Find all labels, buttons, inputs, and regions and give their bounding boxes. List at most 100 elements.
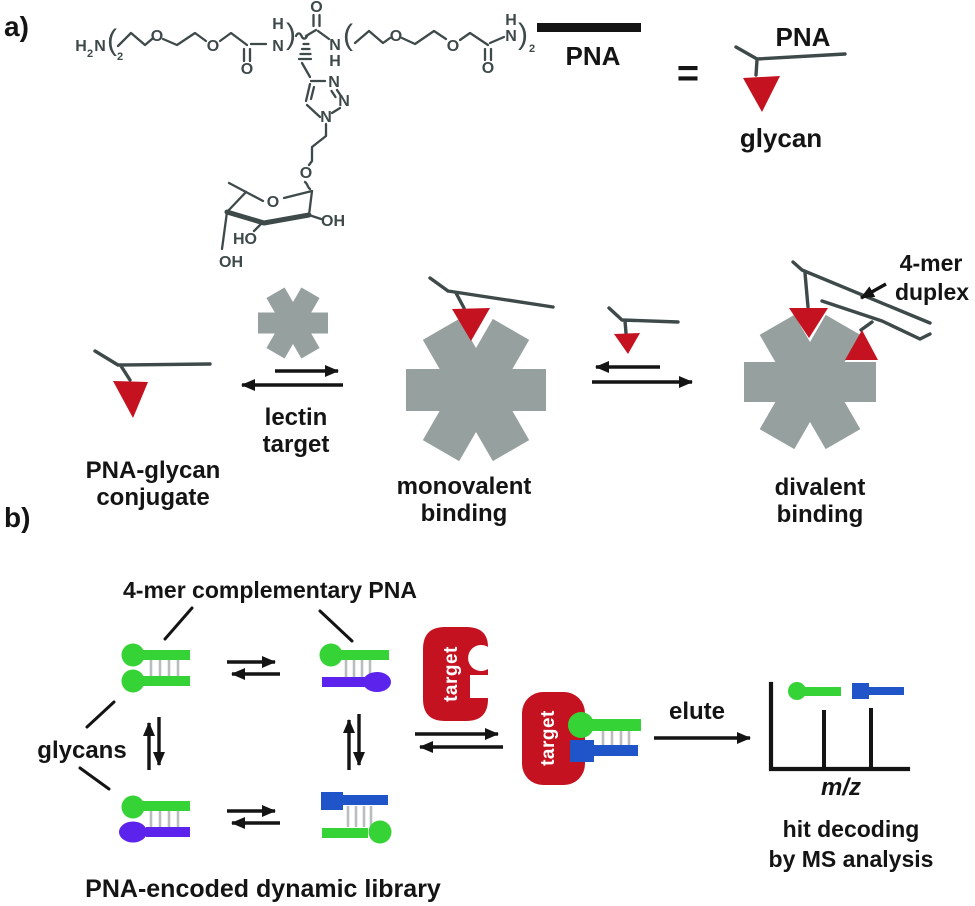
label-pointer-line bbox=[85, 700, 116, 729]
pna-bar-line bbox=[537, 23, 641, 32]
pna-glycan-legend: = PNA glycan bbox=[677, 22, 847, 153]
polymer-bracket-open: ( bbox=[343, 19, 353, 52]
duplex-caption-line1: 4-mer bbox=[900, 250, 963, 276]
target-label: target bbox=[538, 710, 559, 766]
glycan-square-icon bbox=[321, 792, 343, 810]
pna-strand bbox=[146, 827, 190, 837]
label-pointer-line bbox=[78, 766, 111, 791]
panel-b-label: b) bbox=[4, 502, 30, 533]
atom-n: N bbox=[338, 93, 350, 110]
pna-strand bbox=[142, 801, 190, 811]
hit-decoding-line1: hit decoding bbox=[783, 816, 920, 842]
glycan-circle-icon bbox=[568, 712, 594, 738]
lectin-caption-line2: target bbox=[263, 431, 330, 458]
pna-bar: PNA bbox=[537, 23, 641, 71]
amine-group: H 2 N bbox=[75, 38, 106, 60]
duplex-green-purple-left bbox=[119, 795, 190, 843]
atom-n: N bbox=[320, 109, 332, 126]
mz-axis-label: m/z bbox=[821, 774, 861, 801]
glycan-triangle-icon bbox=[614, 333, 640, 354]
glycan-triangle-icon bbox=[743, 76, 780, 112]
atom-h: H bbox=[272, 16, 284, 33]
spectrum-axes bbox=[768, 681, 911, 772]
bracket-sub2: 2 bbox=[117, 51, 123, 63]
polymer-bracket-close: ) bbox=[286, 18, 296, 51]
target-shape bbox=[423, 627, 488, 721]
glycans-label: glycans bbox=[37, 737, 126, 764]
polymer-bracket-close: ) bbox=[518, 18, 528, 51]
duplex-green-green bbox=[121, 643, 190, 693]
legend-pna-line bbox=[734, 45, 847, 77]
glycan-circle-icon bbox=[121, 669, 145, 693]
elute-label: elute bbox=[669, 698, 725, 725]
bound-target-complex: target bbox=[522, 692, 641, 785]
hit-decoding-line2: by MS analysis bbox=[769, 846, 934, 872]
duplex-green-purple bbox=[319, 643, 391, 692]
atom-o: O bbox=[300, 165, 312, 182]
monovalent-complex bbox=[406, 276, 555, 462]
triazole-ring: N N N bbox=[304, 74, 350, 167]
atom-o: O bbox=[207, 38, 219, 55]
pna-strand bbox=[340, 650, 389, 660]
green-pna-icon bbox=[788, 682, 841, 700]
pna-strand bbox=[322, 828, 368, 838]
atom-n: N bbox=[329, 37, 341, 54]
pna-strand bbox=[142, 676, 190, 686]
binding-scheme: PNA-glycan conjugate lectin target bbox=[86, 250, 970, 528]
blue-pna-icon bbox=[852, 683, 904, 699]
polymer-bracket-open: ( bbox=[107, 24, 117, 57]
atom-n: N bbox=[505, 28, 517, 45]
right-peg-chain: ( O O O H N ) 2 bbox=[343, 12, 535, 77]
atom-o: O bbox=[310, 0, 322, 16]
atom-n: N bbox=[272, 38, 284, 55]
atom-n: N bbox=[94, 38, 106, 55]
pna-glycan-conjugate-symbol bbox=[93, 349, 212, 418]
label-pointer-line bbox=[163, 606, 194, 641]
atom-oh: OH bbox=[219, 254, 243, 271]
duplex-hatch-lines bbox=[346, 806, 373, 827]
legend-pna-label: PNA bbox=[776, 22, 831, 52]
central-residue: O N H bbox=[294, 0, 341, 79]
label-pointer-line bbox=[318, 609, 354, 643]
lectin-asterisk-icon bbox=[406, 318, 546, 462]
duplex-caption-line2: duplex bbox=[895, 279, 969, 305]
atom-o: O bbox=[447, 38, 459, 55]
panel-a: a) H 2 N ( 2 O O O H N ) bbox=[4, 0, 969, 528]
panel-b: b) 4-mer complementary PNA bbox=[4, 502, 933, 903]
pna-bar-label: PNA bbox=[566, 41, 621, 71]
atom-n: N bbox=[328, 74, 340, 91]
atom-h: H bbox=[329, 53, 341, 70]
hashed-wedge bbox=[297, 42, 313, 61]
conjugate-caption-line2: conjugate bbox=[96, 484, 209, 511]
duplex-hatch-lines bbox=[344, 660, 372, 677]
glycan-circle-icon bbox=[121, 795, 145, 819]
left-peg-chain: O O O H N ) bbox=[116, 16, 296, 78]
bracket-sub2: 2 bbox=[529, 43, 535, 55]
glycan-circle-icon bbox=[368, 820, 392, 844]
atom-o: O bbox=[390, 28, 402, 45]
atom-o: O bbox=[241, 61, 253, 78]
duplex-strand-b bbox=[820, 299, 932, 341]
glycan-circle-icon bbox=[121, 643, 145, 667]
legend-glycan-label: glycan bbox=[740, 123, 822, 153]
divalent-caption-line1: divalent bbox=[775, 474, 866, 501]
glycan-oval-icon bbox=[363, 672, 391, 692]
glycan-triangle-icon bbox=[452, 308, 490, 341]
complementary-pna-label: 4-mer complementary PNA bbox=[123, 577, 417, 603]
equals-sign: = bbox=[677, 53, 699, 95]
chemical-structure: H 2 N ( 2 O O O H N ) bbox=[75, 0, 641, 271]
monovalent-caption-line2: binding bbox=[421, 500, 508, 527]
glycan-triangle-icon bbox=[113, 381, 148, 418]
panel-a-label: a) bbox=[4, 11, 29, 42]
monovalent-caption-line1: monovalent bbox=[397, 473, 532, 500]
duplex-annotation-arrow bbox=[860, 282, 887, 300]
duplex-hatch-lines bbox=[149, 811, 180, 827]
ms-spectrum: m/z hit decoding by MS analysis bbox=[768, 681, 934, 872]
glycan-square-icon bbox=[570, 740, 594, 762]
fucose-ring: O O OH HO OH bbox=[219, 165, 345, 271]
duplex-blue-green bbox=[321, 792, 392, 844]
glycan-triangle-icon bbox=[789, 308, 828, 338]
target-shape bbox=[522, 692, 585, 785]
atom-oh: OH bbox=[321, 213, 345, 230]
